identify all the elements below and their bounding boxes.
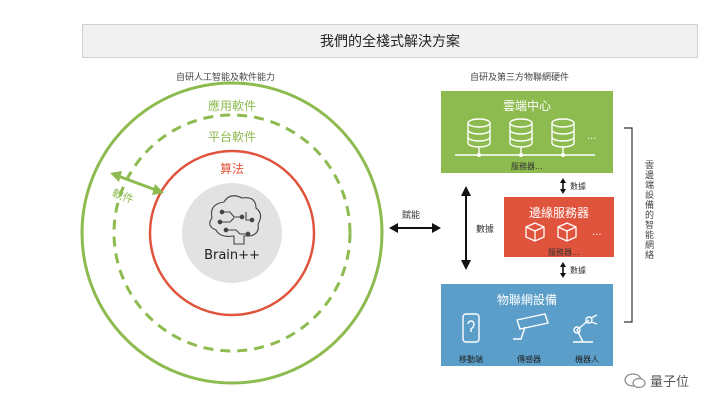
device-label-robot: 機器人 [575,355,599,364]
core-circle [182,183,282,283]
core-label: Brain++ [204,248,260,263]
cloud-servers-label: 服務器... [511,162,543,171]
inner-ring-label: 算法 [219,162,244,176]
left-section-heading: 自研人工智能及軟件能力 [176,73,276,83]
middle-ring-circle [112,113,352,353]
side-network-label: 雲邊端設備的智能網絡 [643,160,653,260]
cloud-ellipsis: ... [587,131,597,142]
iot-device-box: 物聯網設備 移動端 傳感器 機器人 [439,282,615,368]
iot-device-title: 物聯網設備 [496,293,557,307]
database-icons [455,118,595,157]
device-label-sensor: 傳感器 [517,355,541,364]
cloud-center-title: 雲端中心 [502,99,551,113]
middle-ring-label: 平台軟件 [207,130,256,144]
watermark-text: 量子位 [650,375,690,390]
mobile-phone-icon [462,313,480,343]
database-icon [467,118,491,148]
vertical-data-label: 數據 [476,225,495,235]
edge-server-title: 邊緣服務器 [528,206,589,220]
watermark: 量子位 [624,371,689,390]
data-arrow-bottom [560,262,566,278]
software-double-arrow [110,171,164,195]
robot-arm-icon [573,314,598,343]
edge-ellipsis: ... [592,227,602,238]
camera-sensor-icon [513,313,549,340]
device-label-mobile: 移動端 [459,355,483,364]
edge-servers-label: 服務器... [548,248,580,257]
database-icon [509,118,533,148]
outer-ring-label: 應用軟件 [207,99,256,113]
cube-icon [525,222,545,242]
wechat-icon [624,372,646,388]
cube-icon [557,222,577,242]
edge-server-box: 邊緣服務器 ... 服務器... [502,195,616,259]
outer-ring-circle [80,81,384,385]
cube-icons [525,222,577,242]
data-label-top: 數據 [570,182,586,191]
database-icon [551,118,575,148]
iot-device-icons [462,313,598,343]
empower-double-arrow [389,223,441,233]
cloud-center-box: 雲端中心 ... 服務器... [439,89,615,175]
data-label-bottom: 數據 [570,266,586,275]
inner-ring-circle [148,149,316,317]
page-title: 我們的全棧式解決方案 [320,34,460,50]
vertical-data-arrow [461,186,471,270]
right-bracket [624,127,633,323]
right-section-heading: 自研及第三方物聯網硬件 [470,73,570,83]
brain-circuit-icon [209,195,262,245]
empower-label: 賦能 [402,211,421,221]
data-arrow-top [560,178,566,194]
title-bar: 我們的全棧式解決方案 [82,24,698,58]
